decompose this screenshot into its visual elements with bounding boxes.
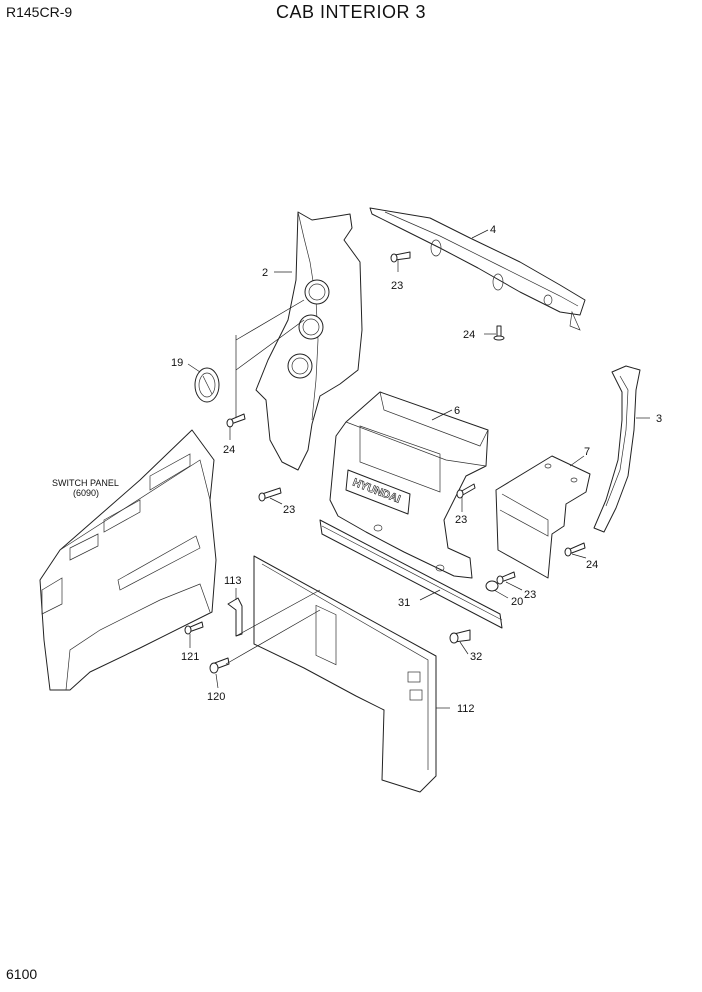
reference-label-line2: (6090) — [73, 488, 99, 498]
callout-23-a: 23 — [391, 280, 403, 292]
callout-24-a: 24 — [463, 329, 475, 341]
callout-23-c: 23 — [455, 514, 467, 526]
callout-4: 4 — [490, 224, 496, 236]
fasteners — [184, 251, 586, 674]
switch-panel-reference — [39, 429, 217, 691]
callout-23-d: 23 — [524, 589, 536, 601]
callout-19: 19 — [171, 357, 183, 369]
reference-label-line1: SWITCH PANEL — [52, 478, 119, 488]
callout-3: 3 — [656, 413, 662, 425]
callout-24-b: 24 — [223, 444, 235, 456]
callout-31: 31 — [398, 597, 410, 609]
callout-23-b: 23 — [283, 504, 295, 516]
leader-lines — [187, 229, 650, 709]
callout-32: 32 — [470, 651, 482, 663]
part-2-pillar-trim — [255, 211, 363, 471]
part-6-console-box: HYUNDAI — [329, 391, 489, 579]
part-7-bracket — [495, 455, 591, 579]
callout-2: 2 — [262, 267, 268, 279]
page-title: CAB INTERIOR 3 — [275, 2, 427, 22]
part-4-upper-trim — [369, 207, 586, 331]
callout-113: 113 — [224, 575, 242, 587]
callout-112: 112 — [457, 703, 475, 715]
part-19-round-vent — [194, 367, 220, 403]
part-3-right-pillar-trim — [593, 365, 641, 533]
callout-7: 7 — [584, 446, 590, 458]
part-31-trim-strip — [319, 519, 503, 629]
callout-20: 20 — [511, 596, 523, 608]
callout-6: 6 — [454, 405, 460, 417]
callout-120: 120 — [207, 691, 225, 703]
page-number: 6100 — [6, 966, 38, 982]
part-112-back-panel — [253, 555, 437, 793]
model-name: R145CR-9 — [6, 4, 73, 20]
callout-121: 121 — [181, 651, 199, 663]
callout-24-c: 24 — [586, 559, 598, 571]
